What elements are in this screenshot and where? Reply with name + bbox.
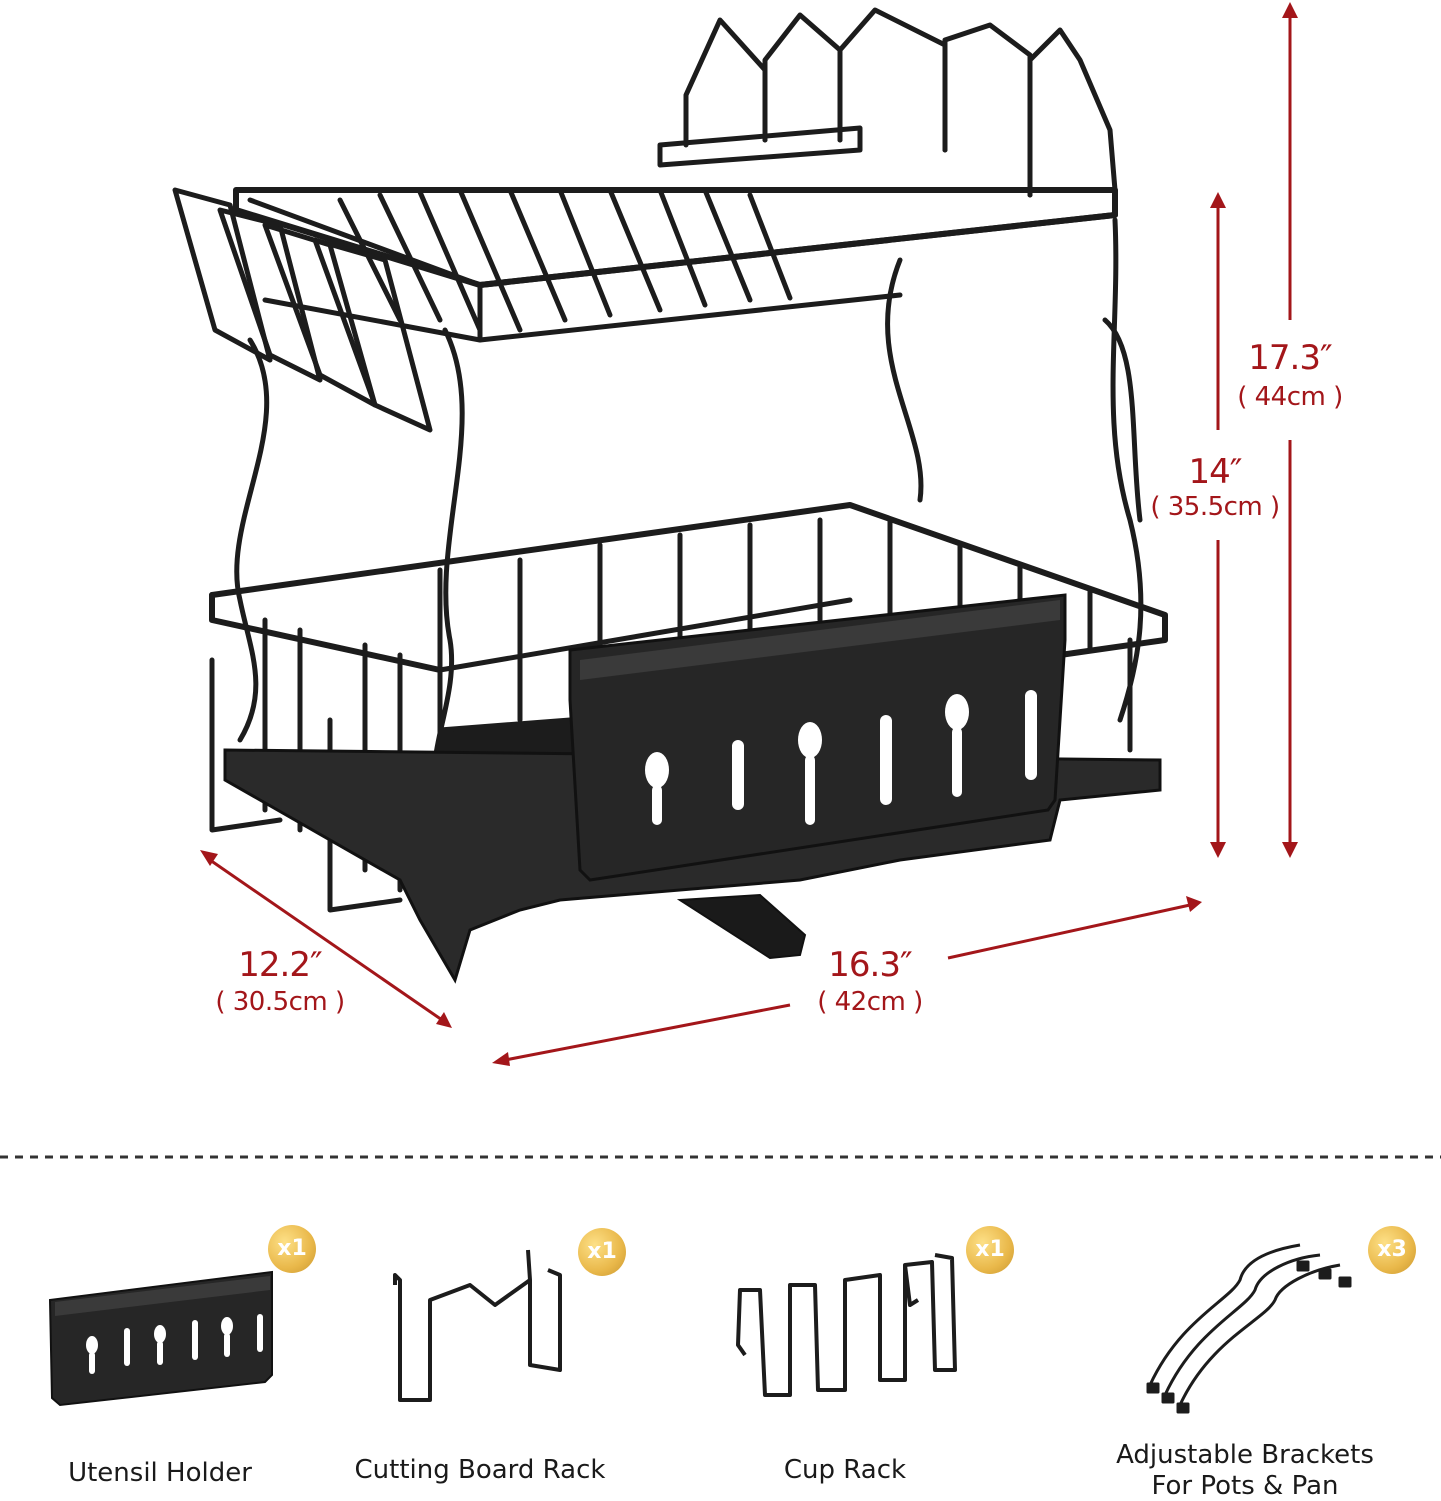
utensil-holder-icon [48,1270,273,1407]
cup-rack-icon [736,1253,957,1397]
width-value: 16.3″ [828,945,912,985]
qty-badge-cutting-board-rack: x1 [578,1228,626,1276]
qty-badge-adjustable-brackets: x3 [1368,1226,1416,1274]
adjustable-brackets-label: Adjustable Brackets [1116,1440,1374,1470]
depth-value: 12.2″ [238,945,322,985]
width-metric: ( 42cm ) [817,987,923,1017]
tier-height-value: 14″ [1188,452,1243,492]
depth-metric: ( 30.5cm ) [215,987,345,1017]
qty-badge-utensil-holder: x1 [268,1225,316,1273]
tier-height-metric: ( 35.5cm ) [1150,492,1280,522]
cup-rack-label: Cup Rack [783,1455,907,1485]
adjustable-brackets-icon [1146,1243,1352,1414]
total-height-value: 17.3″ [1248,338,1332,378]
cutting-board-rack-label: Cutting Board Rack [354,1455,606,1485]
total-height-metric: ( 44cm ) [1237,382,1343,412]
qty-badge-cup-rack: x1 [966,1226,1014,1274]
cutting-board-rack-icon [393,1249,562,1402]
utensil-holder-label: Utensil Holder [68,1458,252,1488]
adjustable-brackets-label-line2: For Pots & Pan [1151,1471,1339,1501]
